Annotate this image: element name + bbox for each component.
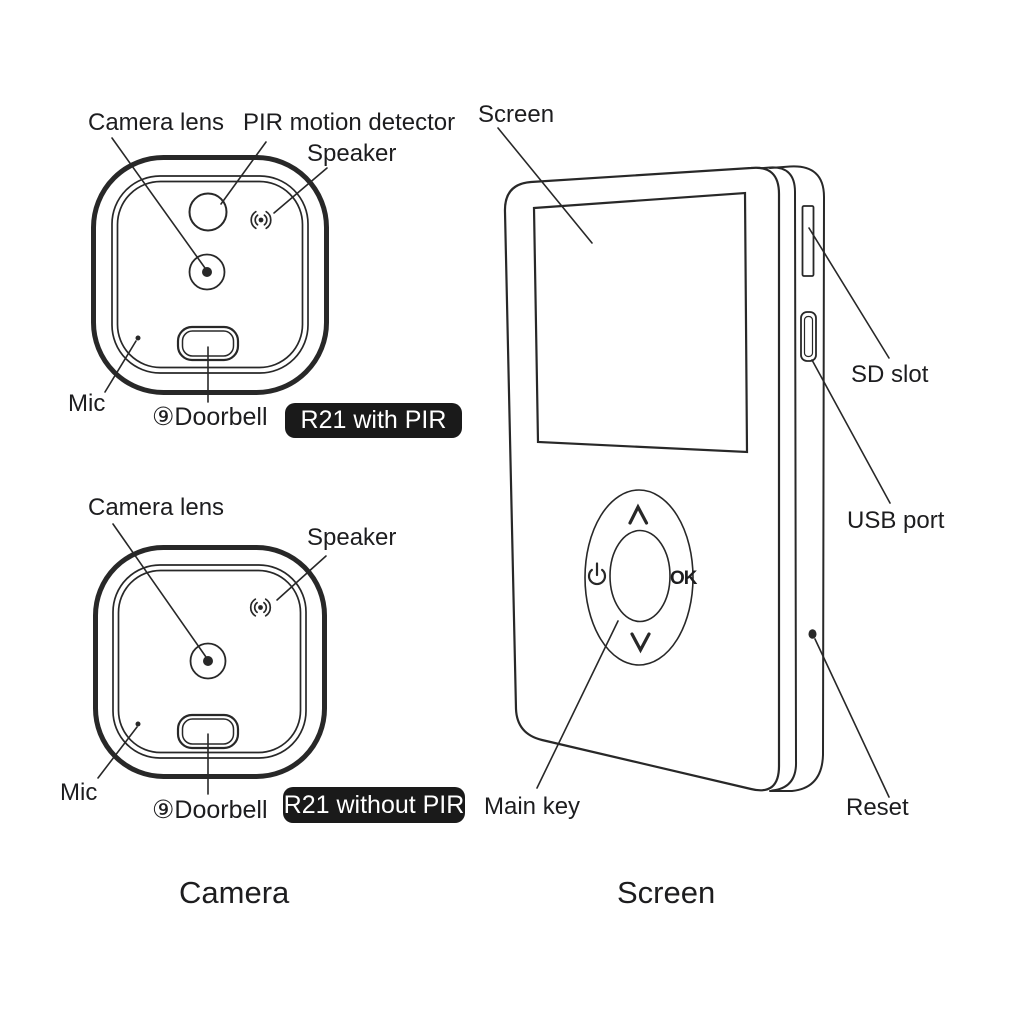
label-reset: Reset xyxy=(846,794,909,821)
screen-unit-drawing: OK xyxy=(497,127,891,798)
camera-lens-pupil xyxy=(203,656,213,666)
main-key-wheel-outer xyxy=(584,489,694,666)
camera-body-outline xyxy=(93,545,327,779)
leader-usb-port xyxy=(811,359,891,504)
badge-r21-with-pir: R21 with PIR xyxy=(285,403,462,438)
camera-lens-ring xyxy=(189,642,227,680)
leader-sd-slot xyxy=(808,227,890,359)
sd-slot xyxy=(801,205,815,277)
label-speaker-bottom: Speaker xyxy=(307,524,397,551)
camera-without-pir-drawing xyxy=(93,523,327,795)
main-key-wheel-inner xyxy=(609,529,671,623)
label-screen-callout: Screen xyxy=(478,101,555,128)
leader-reset xyxy=(814,638,890,798)
leader-pir xyxy=(220,141,267,205)
camera1-leader-lines xyxy=(104,137,328,403)
camera-face-panel-inner xyxy=(116,180,304,369)
label-pir-motion-detector: PIR motion detector xyxy=(243,109,456,136)
label-usb-port: USB port xyxy=(847,507,945,534)
caption-screen: Screen xyxy=(617,875,716,910)
camera-face-panel-inner xyxy=(117,569,302,754)
badge-r21-without-pir: R21 without PIR xyxy=(283,787,465,823)
device-middle-layer xyxy=(755,166,798,792)
usb-port-outer xyxy=(800,311,817,362)
mic-hole xyxy=(135,721,141,727)
ok-key-label: OK xyxy=(670,568,698,589)
camera-lens-pupil xyxy=(202,267,212,277)
display-window xyxy=(532,191,749,454)
mic-hole xyxy=(135,335,141,341)
power-icon xyxy=(587,562,607,586)
camera-face-panel-outer xyxy=(111,175,309,374)
reset-hole xyxy=(808,629,817,639)
label-doorbell-bottom: ⑨Doorbell xyxy=(152,796,268,824)
camera-lens-ring xyxy=(188,253,226,291)
device-back-layer xyxy=(769,165,826,792)
leader-mic xyxy=(104,340,137,393)
down-arrow-icon xyxy=(630,632,651,654)
leader-camera-lens xyxy=(111,137,206,269)
caption-camera: Camera xyxy=(179,875,290,910)
speaker-icon xyxy=(249,598,272,617)
label-speaker-top: Speaker xyxy=(307,140,397,167)
leader-camera-lens xyxy=(112,523,207,658)
pir-motion-detector xyxy=(188,192,228,232)
leader-speaker xyxy=(276,555,327,601)
label-sd-slot: SD slot xyxy=(851,361,929,388)
leader-screen xyxy=(497,127,593,244)
label-doorbell-top: ⑨Doorbell xyxy=(152,403,268,431)
label-main-key: Main key xyxy=(484,793,581,820)
label-mic-bottom: Mic xyxy=(60,779,98,806)
leader-speaker xyxy=(273,167,328,214)
leader-main-key xyxy=(536,620,619,789)
camera2-leader-lines xyxy=(97,523,327,795)
up-arrow-icon xyxy=(628,503,649,525)
camera-with-pir-drawing xyxy=(91,137,329,403)
speaker-icon xyxy=(250,210,272,230)
screen-unit-leader-lines xyxy=(497,127,891,798)
leader-mic xyxy=(97,726,138,779)
camera-body-outline xyxy=(91,155,329,395)
camera-face-panel-outer xyxy=(112,564,307,759)
usb-port-inner xyxy=(803,315,814,358)
label-camera-lens-top: Camera lens xyxy=(88,109,225,136)
label-camera-lens-bottom: Camera lens xyxy=(88,494,225,521)
label-mic-top: Mic xyxy=(68,390,106,417)
